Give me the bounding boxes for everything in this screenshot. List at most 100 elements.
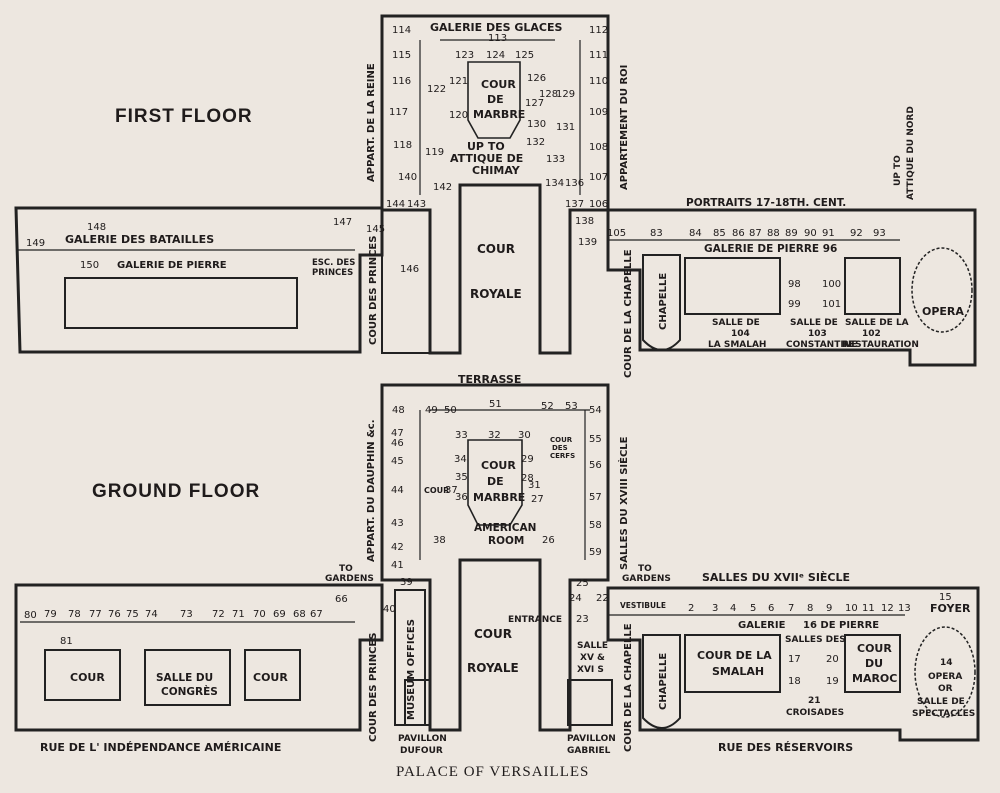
room-number: 144 bbox=[386, 199, 405, 210]
room-number: 108 bbox=[589, 142, 608, 153]
ff-opera: OPERA bbox=[922, 305, 964, 318]
room-number: 50 bbox=[444, 405, 457, 416]
ff-smalah-2: 104 bbox=[731, 329, 750, 339]
room-number: 150 bbox=[80, 260, 99, 271]
map-caption: PALACE OF VERSAILLES bbox=[396, 764, 590, 780]
room-number: 46 bbox=[391, 438, 404, 449]
room-number: 107 bbox=[589, 172, 608, 183]
room-number: 117 bbox=[389, 107, 408, 118]
room-number: 122 bbox=[427, 84, 446, 95]
first-floor-heading: FIRST FLOOR bbox=[115, 106, 253, 127]
room-number: 49 bbox=[425, 405, 438, 416]
room-number: 27 bbox=[531, 494, 544, 505]
room-number: 132 bbox=[526, 137, 545, 148]
gf-to-gardens-w-2: GARDENS bbox=[325, 574, 374, 584]
gf-chapelle: CHAPELLE bbox=[658, 653, 669, 710]
room-number: 118 bbox=[393, 140, 412, 151]
gf-salle-xv-2: XV & bbox=[580, 653, 605, 663]
room-number: 91 bbox=[822, 228, 835, 239]
room-number: 40 bbox=[383, 604, 396, 615]
room-number: 9 bbox=[826, 603, 832, 614]
room-number: 45 bbox=[391, 456, 404, 467]
gf-opera-3: OR bbox=[938, 684, 953, 694]
room-number: 129 bbox=[556, 89, 575, 100]
room-number: 44 bbox=[391, 485, 404, 496]
ff-attique-chimay-1: UP TO bbox=[467, 140, 505, 153]
gf-salles-xvii: SALLES DU XVIIᵉ SIÈCLE bbox=[702, 571, 850, 584]
room-number: 26 bbox=[542, 535, 555, 546]
gf-salle-xv-1: SALLE bbox=[577, 641, 608, 651]
ff-cour-marbre-1: COUR bbox=[481, 78, 516, 91]
room-number: 41 bbox=[391, 560, 404, 571]
gf-vestibule: VESTIBULE bbox=[620, 601, 666, 610]
ff-restauration-3: RESTAURATION bbox=[842, 340, 919, 350]
room-number: 106 bbox=[589, 199, 608, 210]
ff-cour-royale-1: COUR bbox=[477, 242, 515, 256]
ff-cour-chapelle: COUR DE LA CHAPELLE bbox=[623, 249, 634, 378]
ground-floor-plan bbox=[14, 383, 980, 742]
ff-galerie-batailles: GALERIE DES BATAILLES bbox=[65, 233, 214, 246]
gf-terrasse: TERRASSE bbox=[458, 373, 521, 386]
ff-esc-princes-1: ESC. DES bbox=[312, 258, 355, 268]
ff-smalah-3: LA SMALAH bbox=[708, 340, 766, 350]
room-number: 88 bbox=[767, 228, 780, 239]
room-number: 35 bbox=[455, 472, 468, 483]
room-number: 87 bbox=[749, 228, 762, 239]
gf-cour-cerfs-2: DES bbox=[552, 444, 568, 452]
room-number: 5 bbox=[750, 603, 756, 614]
room-number: 84 bbox=[689, 228, 702, 239]
ff-cour-princes: COUR DES PRINCES bbox=[368, 236, 379, 345]
room-number: 98 bbox=[788, 279, 801, 290]
room-number: 100 bbox=[822, 279, 841, 290]
room-number: 2 bbox=[688, 603, 694, 614]
gf-cour-chapelle: COUR DE LA CHAPELLE bbox=[623, 623, 634, 752]
ground-floor-salle-congres bbox=[144, 649, 231, 706]
ff-constantine-2: 103 bbox=[808, 329, 827, 339]
room-number: 128 bbox=[539, 89, 558, 100]
ground-floor-north-wing bbox=[606, 586, 980, 742]
ff-cour-marbre-3: MARBRE bbox=[473, 108, 525, 121]
gf-salle-xv-3: XVI S bbox=[577, 665, 604, 675]
room-number: 53 bbox=[565, 401, 578, 412]
room-number: 113 bbox=[488, 33, 507, 44]
room-number: 79 bbox=[44, 609, 57, 620]
ff-portraits: PORTRAITS 17-18TH. CENT. bbox=[686, 197, 846, 209]
gf-entrance: ENTRANCE bbox=[508, 615, 562, 625]
gf-cour-royale-2: ROYALE bbox=[467, 661, 519, 675]
room-number: 25 bbox=[576, 578, 589, 589]
room-number: 15 bbox=[939, 592, 952, 603]
gf-pavillon-dufour-2: DUFOUR bbox=[400, 746, 443, 756]
room-number: 4 bbox=[730, 603, 736, 614]
room-number: 6 bbox=[768, 603, 774, 614]
room-number: 105 bbox=[607, 228, 626, 239]
room-number: 51 bbox=[489, 399, 502, 410]
room-number: 115 bbox=[392, 50, 411, 61]
gf-croisades-2: 21 bbox=[808, 696, 821, 706]
gf-croisades-1: SALLES DES bbox=[785, 635, 846, 645]
ground-floor-chapel bbox=[642, 634, 681, 729]
room-number: 68 bbox=[293, 609, 306, 620]
room-number: 66 bbox=[335, 594, 348, 605]
room-number: 125 bbox=[515, 50, 534, 61]
room-number: 136 bbox=[565, 178, 584, 189]
room-number: 149 bbox=[26, 238, 45, 249]
room-number: 138 bbox=[575, 216, 594, 227]
room-number: 70 bbox=[253, 609, 266, 620]
room-number: 80 bbox=[24, 610, 37, 621]
room-number: 7 bbox=[788, 603, 794, 614]
room-number: 38 bbox=[433, 535, 446, 546]
gf-cour-maroc-2: DU bbox=[865, 657, 883, 670]
room-number: 133 bbox=[546, 154, 565, 165]
room-number: 134 bbox=[545, 178, 564, 189]
first-floor-chapel bbox=[642, 254, 681, 351]
room-number: 67 bbox=[310, 609, 323, 620]
room-number: 55 bbox=[589, 434, 602, 445]
ff-attique-nord-1: UP TO bbox=[893, 155, 903, 186]
gf-cour-marbre-3: MARBRE bbox=[473, 491, 525, 504]
room-number: 13 bbox=[898, 603, 911, 614]
gf-pavillon-dufour-1: PAVILLON bbox=[398, 734, 447, 744]
first-floor-courtyard-a bbox=[684, 257, 781, 315]
room-number: 48 bbox=[392, 405, 405, 416]
ground-floor-pavillon-gabriel bbox=[567, 679, 613, 726]
